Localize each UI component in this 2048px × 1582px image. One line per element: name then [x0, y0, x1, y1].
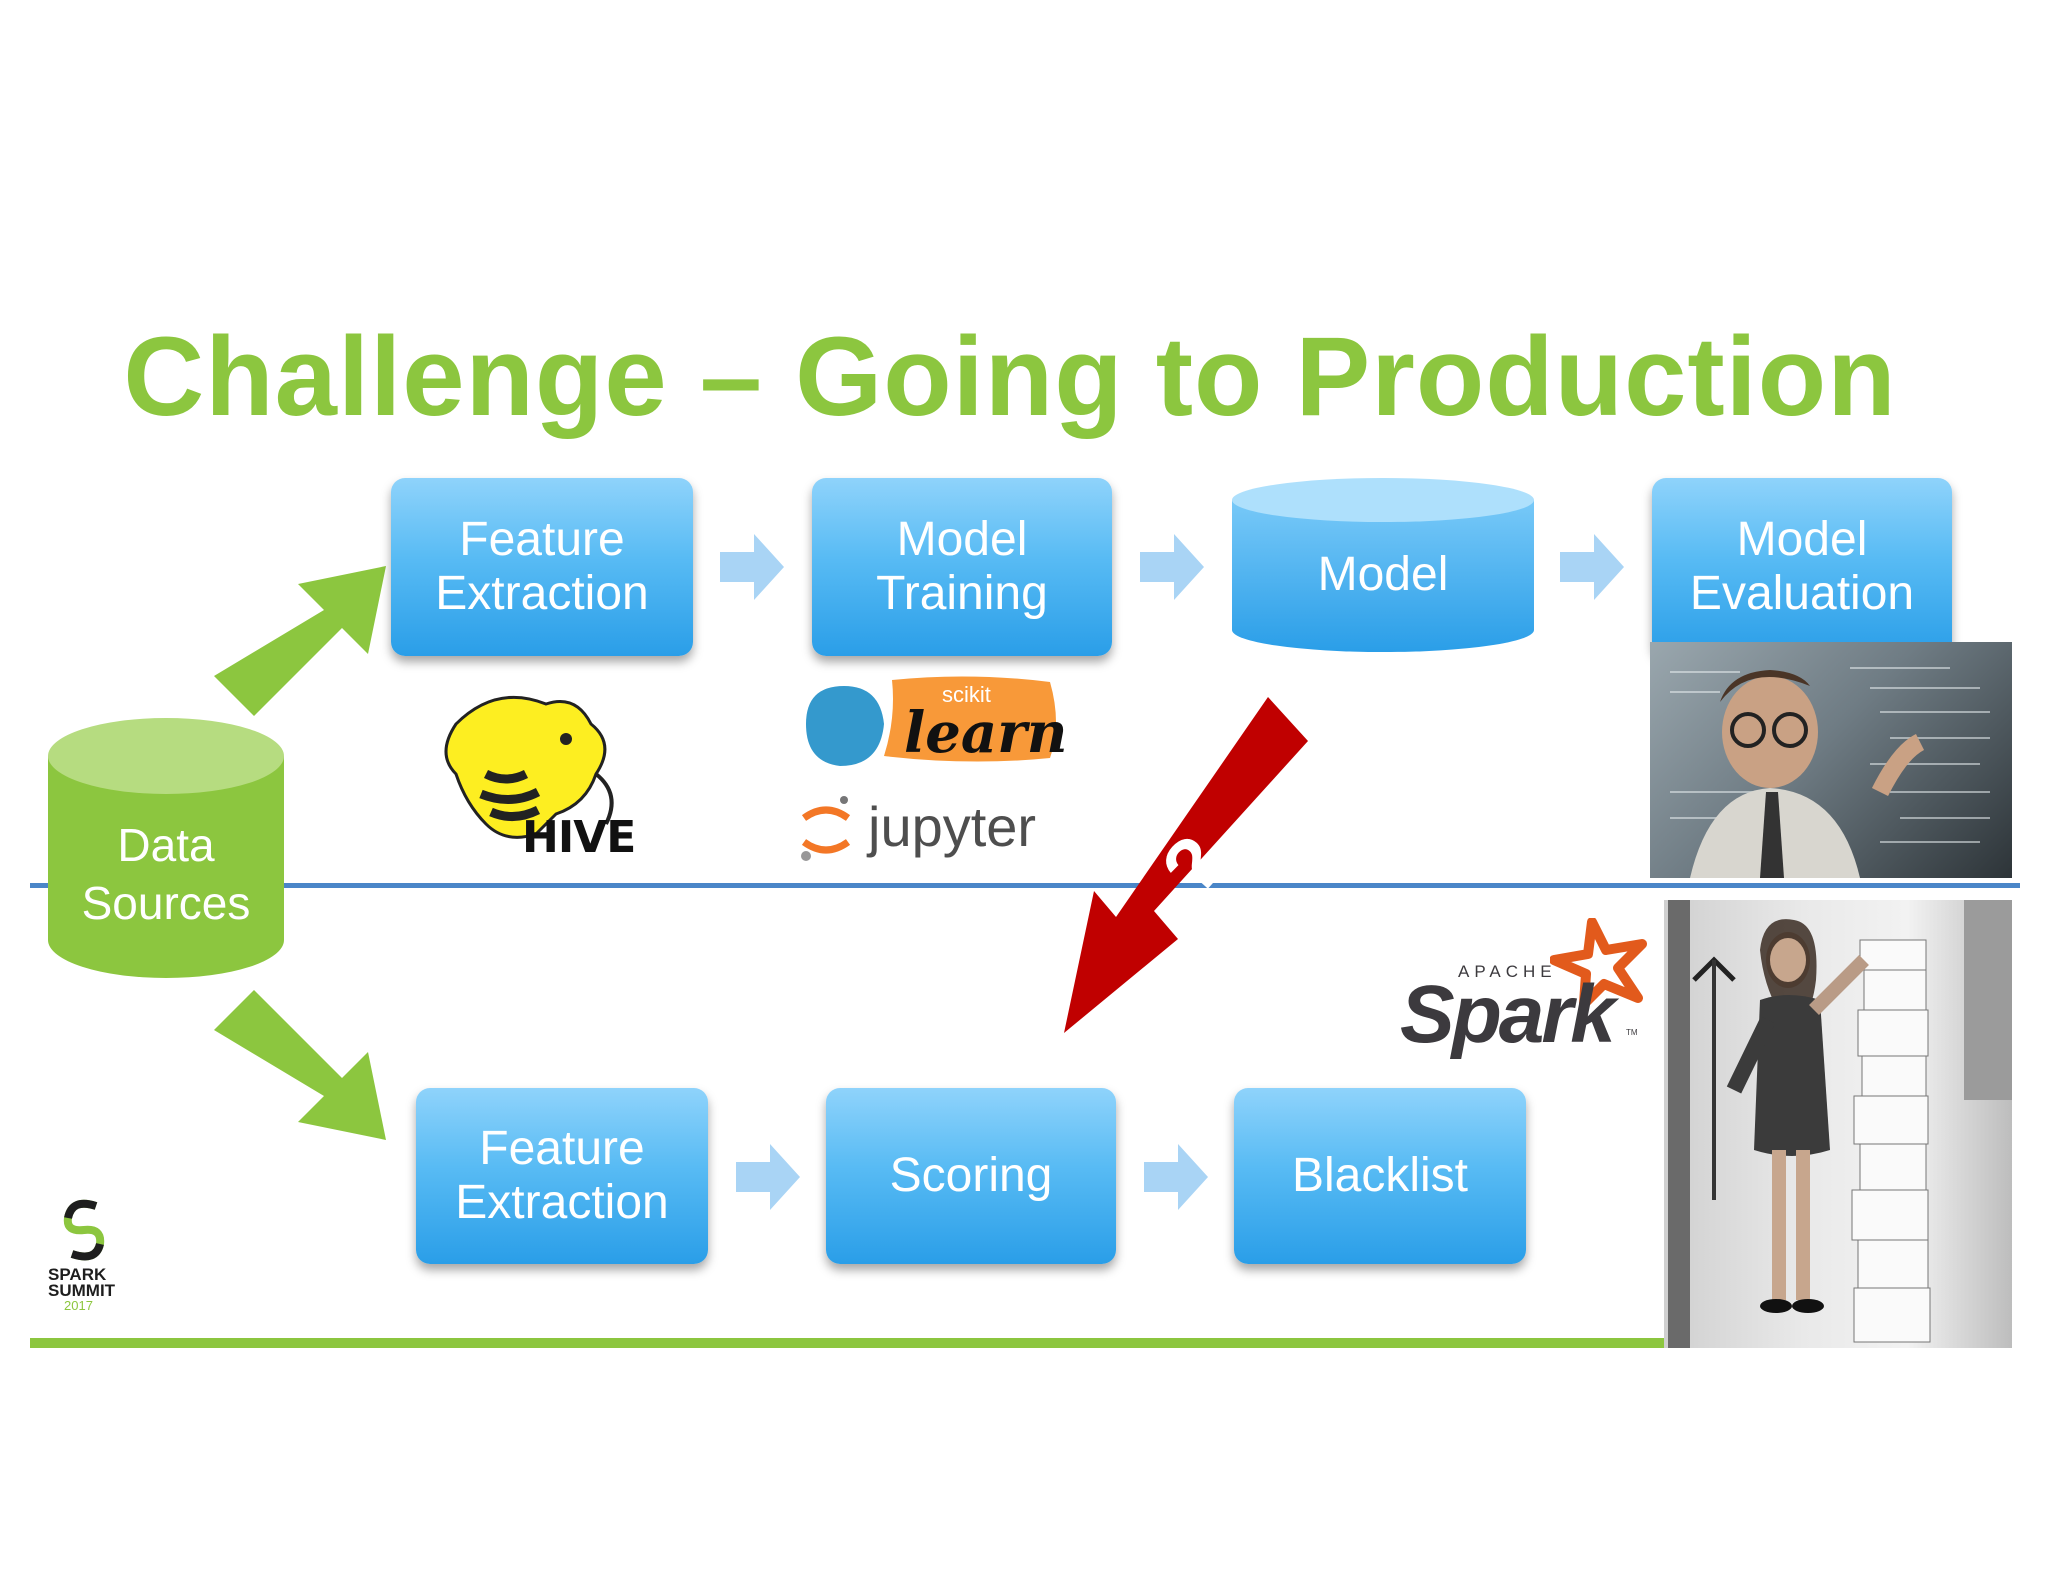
model-evaluation-box: Model Evaluation [1652, 478, 1952, 656]
apache-spark-logo: APACHE Spark TM [1400, 918, 1650, 1060]
spark-tm-text: TM [1626, 1028, 1638, 1037]
model-training-line1: Model [896, 513, 1028, 566]
jupyter-logo: jupyter [796, 790, 1066, 870]
flow-arrow-icon [1560, 534, 1624, 600]
question-arrow-icon [1064, 697, 1308, 1033]
model-label: Model [1317, 548, 1449, 601]
spark-summit-logo: SPARK SUMMIT 2017 [48, 1198, 128, 1318]
flow-arrow-icon [736, 1144, 800, 1210]
divider-line-green [30, 1338, 1670, 1348]
bottom-feature-extraction-box: Feature Extraction [416, 1088, 708, 1264]
green-arrow-down-icon [214, 990, 386, 1140]
programmer-paper-stack-photo [1664, 900, 2012, 1348]
flow-arrow-icon [720, 534, 784, 600]
scientist-equations-photo [1650, 642, 2012, 878]
jupyter-text: jupyter [868, 795, 1037, 858]
flow-arrow-icon [1140, 534, 1204, 600]
model-evaluation-line1: Model [1736, 513, 1868, 566]
summit-line2: SUMMIT [48, 1281, 116, 1300]
blacklist-label: Blacklist [1291, 1149, 1469, 1202]
model-training-box: Model Training [812, 478, 1112, 656]
model-evaluation-line2: Evaluation [1689, 567, 1915, 620]
hive-text: HIVE [522, 812, 636, 863]
data-sources-label-line2: Sources [81, 877, 251, 929]
top-feature-extraction-line1: Feature [459, 513, 625, 566]
spark-text: Spark [1400, 969, 1616, 1060]
data-sources-cylinder: Data Sources [48, 718, 284, 980]
bottom-feature-extraction-line2: Extraction [455, 1176, 669, 1229]
hive-logo: HIVE [426, 684, 646, 864]
divider-line-blue [30, 883, 2020, 888]
summit-year: 2017 [64, 1298, 93, 1313]
flow-arrow-icon [1144, 1144, 1208, 1210]
apache-text: APACHE [1458, 962, 1557, 981]
top-feature-extraction-line2: Extraction [435, 567, 649, 620]
slide-title: Challenge – Going to Production [123, 314, 1897, 439]
scikit-main-text: learn [904, 700, 1068, 766]
scoring-label: Scoring [889, 1149, 1053, 1202]
summit-line1: SPARK [48, 1265, 107, 1284]
top-feature-extraction-box: Feature Extraction [391, 478, 693, 656]
scikit-top-text: scikit [942, 682, 991, 707]
blacklist-box: Blacklist [1234, 1088, 1526, 1264]
model-training-line2: Training [876, 567, 1048, 620]
data-sources-label-line1: Data [117, 819, 215, 871]
scoring-box: Scoring [826, 1088, 1116, 1264]
model-cylinder: Model [1232, 478, 1534, 656]
green-arrow-up-icon [214, 566, 386, 716]
scikit-learn-logo: scikit learn [800, 674, 1068, 770]
bottom-feature-extraction-line1: Feature [479, 1122, 645, 1175]
